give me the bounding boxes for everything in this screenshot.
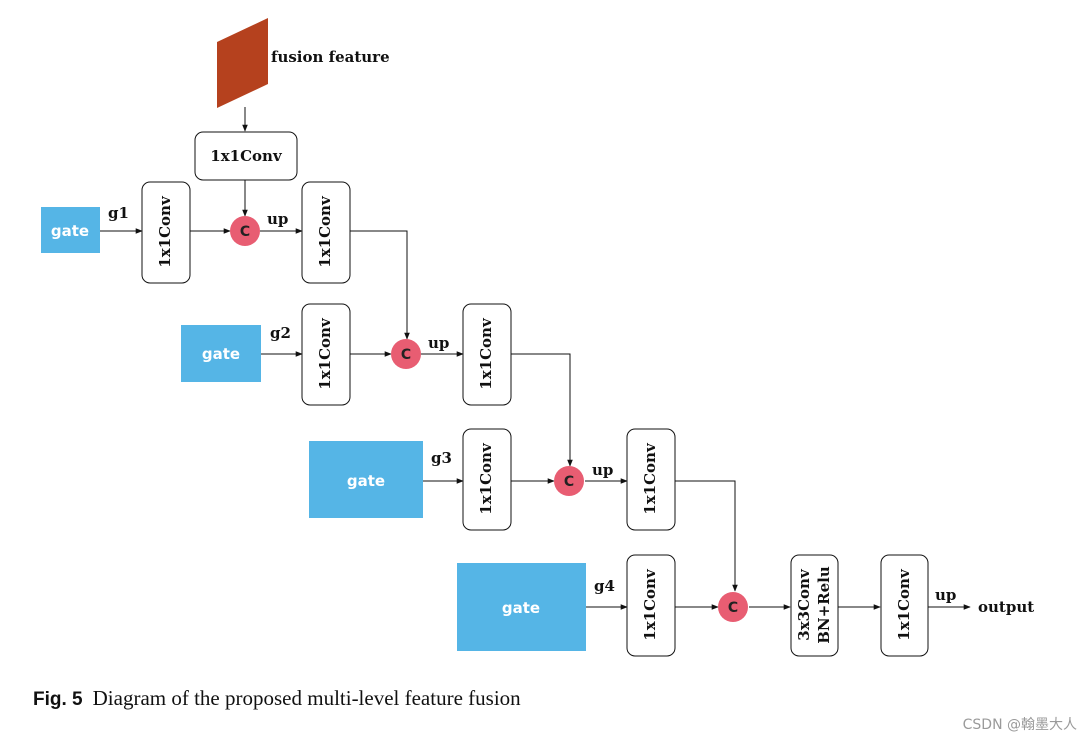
arrow-level2-to-concat3 (511, 353, 573, 467)
concat-node-4 (718, 592, 748, 622)
conv-box-l4 (626, 554, 676, 657)
fusion-feature-label: fusion feature (271, 48, 390, 66)
arrow-level3-to-concat4 (675, 480, 738, 592)
up-label-4: up (935, 586, 956, 604)
watermark: CSDN @翰墨大人 (962, 717, 1077, 733)
conv3x3-bn-relu-box (790, 554, 839, 657)
figure-caption-text: Diagram of the proposed multi-level feat… (92, 686, 521, 710)
concat-node-3 (554, 466, 584, 496)
gate-1-label: gate (51, 222, 89, 240)
concat-node-1 (230, 216, 260, 246)
gate-4 (457, 563, 586, 651)
conv-box-l3-b (626, 428, 676, 531)
arrow-level1-to-concat2 (350, 230, 410, 340)
g4-label: g4 (594, 577, 615, 595)
gate-3-label: gate (347, 472, 385, 490)
g2-label: g2 (270, 324, 291, 342)
concat-node-2 (391, 339, 421, 369)
conv-box-l2-b (462, 303, 512, 406)
output-label: output (978, 598, 1034, 616)
concat-node-3-label: C (564, 474, 574, 490)
up-label-3: up (592, 461, 613, 479)
conv-box-l2-a (301, 303, 351, 406)
gate-4-label: gate (502, 599, 540, 617)
conv-box-fusion (194, 131, 298, 181)
gate-2-label: gate (202, 345, 240, 363)
gate-1 (41, 207, 100, 253)
bn-relu-label: BN+Relu (815, 566, 833, 644)
conv-box-l3-b-label: 1x1Conv (641, 442, 659, 515)
conv-box-l1-b-label: 1x1Conv (316, 195, 334, 268)
g1-label: g1 (108, 204, 129, 222)
conv-box-final (880, 554, 929, 657)
conv-box-l1-a (141, 181, 191, 284)
conv-box-l3-a (462, 428, 512, 531)
figure-caption: Fig. 5 Diagram of the proposed multi-leve… (33, 686, 521, 711)
g3-label: g3 (431, 449, 452, 467)
up-label-2: up (428, 334, 449, 352)
concat-node-2-label: C (401, 347, 411, 363)
gate-3 (309, 441, 423, 518)
conv3x3-label: 3x3Conv (795, 568, 813, 641)
up-label-1: up (267, 210, 288, 228)
conv-box-l4-label: 1x1Conv (641, 568, 659, 641)
concat-node-4-label: C (728, 600, 738, 616)
conv-box-final-label: 1x1Conv (895, 568, 913, 641)
gate-2 (181, 325, 261, 382)
conv-box-l3-a-label: 1x1Conv (477, 442, 495, 515)
figure-number: Fig. 5 (33, 689, 83, 710)
concat-node-1-label: C (240, 224, 250, 240)
connectors (100, 107, 971, 610)
conv-box-fusion-label: 1x1Conv (210, 147, 283, 165)
conv-box-l2-a-label: 1x1Conv (316, 317, 334, 390)
conv-box-l1-b (301, 181, 351, 284)
conv-box-l1-a-label: 1x1Conv (156, 195, 174, 268)
conv-box-l2-b-label: 1x1Conv (477, 317, 495, 390)
fusion-feature-shape (217, 18, 268, 108)
